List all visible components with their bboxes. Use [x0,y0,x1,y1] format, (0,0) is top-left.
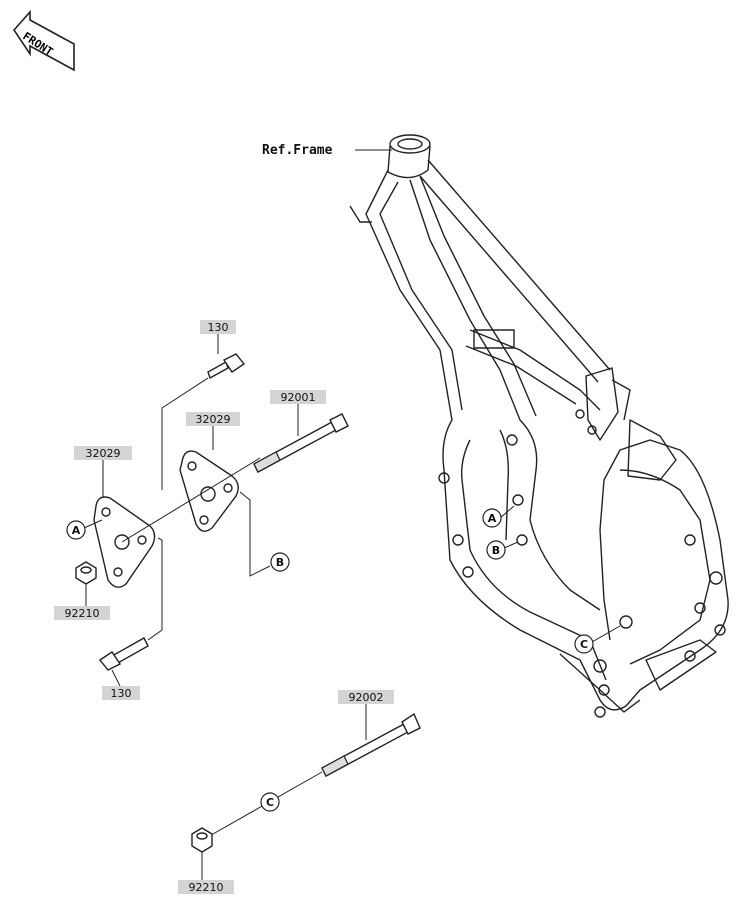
bolt-axis-line [121,457,261,543]
frame-callout-a-text: A [488,512,497,525]
frame-callout-a: A [482,505,515,528]
callout-a-left-text: A [72,524,81,537]
part-92002-text: 92002 [349,691,384,704]
part-92210-top-text: 92210 [65,607,100,620]
part-label-92002: 92002 [338,690,394,740]
part-label-92210-top: 92210 [54,606,110,620]
part-label-92210-bottom: 92210 [178,880,234,894]
front-direction-badge: FRONT [12,9,75,72]
part-130-top-text: 130 [208,321,229,334]
nut-92210-top [75,561,97,606]
engine-bracket-left [93,496,156,588]
callout-a-left: A [66,519,103,540]
part-label-32029-left: 32029 [74,446,132,500]
frame-callout-b-text: B [492,544,500,557]
bolt-92001 [253,413,349,473]
frame-callout-c: C [574,625,621,654]
nut-92210-bottom [191,827,213,880]
bolt-92002 [321,712,421,777]
part-label-130-top: 130 [200,320,236,354]
bolt-130-bottom [98,537,163,687]
callout-b-left: B [239,491,290,577]
part-130-bottom-text: 130 [111,687,132,700]
motorcycle-frame [349,134,729,718]
frame-callout-b: B [486,540,519,560]
part-label-32029-right: 32029 [186,412,240,450]
callout-c-bottom: C [260,792,280,812]
frame-callout-c-text: C [580,638,588,651]
ref-frame-label: Ref.Frame [262,143,333,158]
part-label-92001: 92001 [270,390,326,436]
part-32029-left-text: 32029 [86,447,121,460]
bolt-130-top [161,353,246,490]
callout-b-left-text: B [276,556,284,569]
part-label-130-bottom: 130 [102,686,140,700]
engine-bracket-right [179,450,239,532]
part-32029-right-text: 32029 [196,413,231,426]
part-92210-bottom-text: 92210 [189,881,224,894]
callout-c-bottom-text: C [266,796,274,809]
part-92001-text: 92001 [281,391,316,404]
